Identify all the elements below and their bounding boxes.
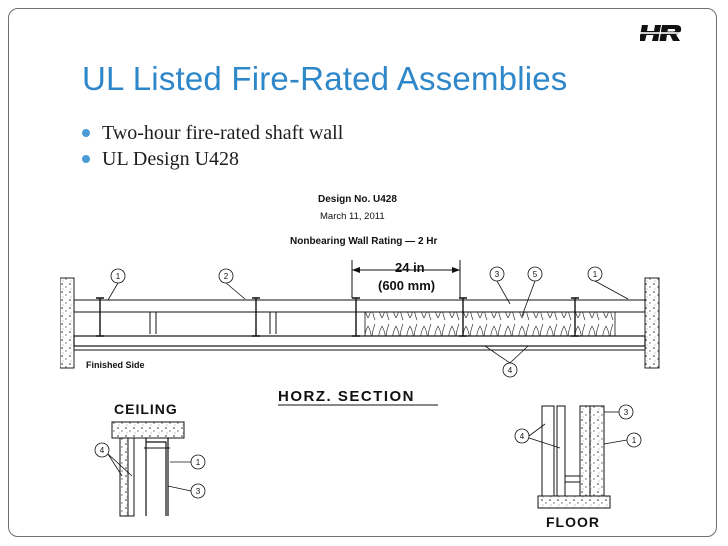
bullet-item: UL Design U428 [80, 146, 343, 172]
ceiling-label: CEILING [114, 401, 178, 417]
callout-5: 5 [533, 270, 538, 279]
callout-4: 4 [100, 446, 105, 455]
slide-title: UL Listed Fire-Rated Assemblies [82, 60, 568, 97]
callout-4: 4 [508, 366, 513, 375]
callout-1: 1 [632, 436, 637, 445]
finished-side-label: Finished Side [86, 360, 145, 370]
callout-1: 1 [196, 458, 201, 467]
section-label: HORZ. SECTION [278, 388, 415, 405]
design-date: March 11, 2011 [320, 211, 385, 222]
callout-4: 4 [520, 432, 525, 441]
floor-label: FLOOR [546, 514, 600, 530]
bullet-item: Two-hour fire-rated shaft wall [80, 120, 343, 146]
dimension-mm: (600 mm) [378, 278, 435, 293]
bullet-text: Two-hour fire-rated shaft wall [102, 122, 344, 144]
bullet-text: UL Design U428 [102, 148, 240, 170]
ceiling-detail: CEILING 4 1 3 [94, 401, 206, 517]
bullet-icon [82, 155, 90, 163]
slide-frame [8, 8, 717, 537]
callout-3: 3 [495, 270, 500, 279]
floor-detail: FLOOR 4 3 1 [514, 404, 642, 530]
wall-rating: Nonbearing Wall Rating — 2 Hr [290, 236, 438, 247]
callout-3: 3 [624, 408, 629, 417]
dimension-inches: 24 in [395, 260, 425, 275]
design-number: Design No. U428 [318, 194, 397, 205]
ul-design-drawing: Design No. U428 March 11, 2011 Nonbearin… [60, 194, 660, 530]
hr-logo-icon [640, 25, 684, 41]
left-end-wall [60, 277, 75, 369]
callout-1: 1 [593, 270, 598, 279]
callout-1: 1 [116, 272, 121, 281]
bullet-list: Two-hour fire-rated shaft wall UL Design… [80, 120, 343, 172]
wall-assembly [73, 297, 646, 351]
bullet-icon [82, 129, 90, 137]
callout-2: 2 [224, 272, 229, 281]
right-end-wall [644, 277, 660, 369]
callout-3: 3 [196, 487, 201, 496]
